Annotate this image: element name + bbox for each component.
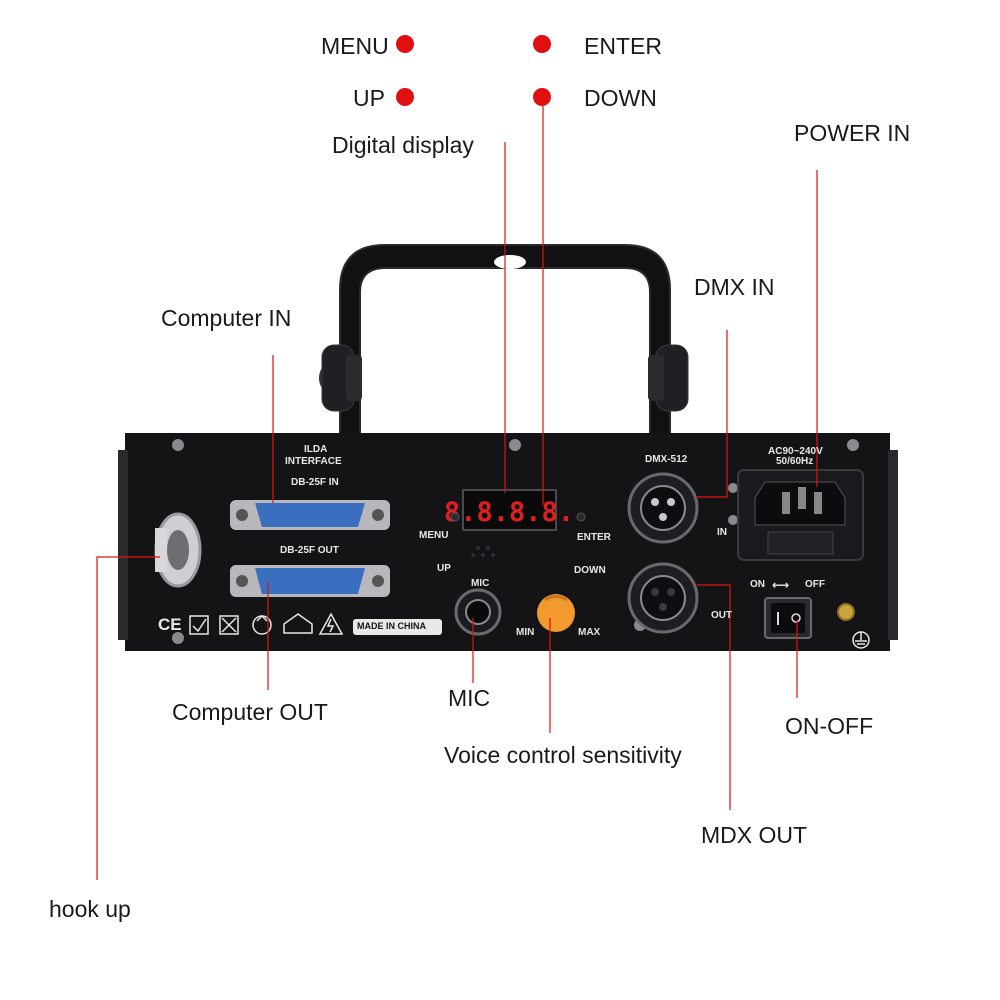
panel-min-label: MIN [516, 627, 535, 638]
callout-computer-out: Computer OUT [172, 699, 328, 725]
panel-enter-label: ENTER [577, 532, 611, 543]
made-in-china-badge [353, 619, 442, 635]
on-off-rocker-switch[interactable] [764, 597, 812, 639]
leader-lines [96, 106, 818, 880]
callout-down: DOWN [584, 85, 657, 111]
menu-dot-icon [396, 35, 414, 53]
callout-mic: MIC [448, 685, 491, 711]
menu-button[interactable] [450, 512, 460, 522]
indoor-use-icon [283, 613, 313, 634]
callout-enter: ENTER [584, 33, 662, 59]
callout-digital-display: Digital display [332, 132, 474, 158]
switch-arrow-icon: ⟷ [772, 578, 790, 592]
db25-in-connector [230, 500, 390, 530]
made-in-china-label: MADE IN CHINA [357, 621, 426, 631]
dmx512-label: DMX-512 [645, 454, 688, 465]
enter-dot-icon [533, 35, 551, 53]
mic-holes [471, 546, 495, 557]
callout-on-off: ON-OFF [785, 713, 874, 739]
high-voltage-warning-icon [318, 612, 344, 635]
sensitivity-knob[interactable] [537, 594, 575, 632]
interface-label: INTERFACE [285, 456, 342, 467]
callout-menu: MENU [321, 33, 389, 59]
display-digits: 8.8.8.8. [444, 497, 574, 528]
callout-voice-control: Voice control sensitivity [444, 742, 682, 768]
mounting-bracket [339, 244, 671, 436]
digital-display [462, 489, 557, 531]
db25-out-label: DB-25F OUT [280, 545, 339, 556]
panel-out-label: OUT [711, 610, 733, 621]
right-knob-icon [648, 344, 689, 412]
panel-in-label: IN [717, 527, 727, 538]
ac-frequency-label: 50/60Hz [776, 456, 814, 467]
switch-off-label: OFF [805, 579, 825, 590]
ac-voltage-label: AC90~240V [768, 446, 823, 457]
callout-up: UP [353, 85, 385, 111]
panel-max-label: MAX [578, 627, 601, 638]
ce-mark: CE [158, 615, 182, 634]
callout-power-in: POWER IN [794, 120, 911, 146]
dmx-out-xlr [627, 562, 699, 634]
ground-symbol-icon [852, 631, 870, 649]
enter-button[interactable] [576, 512, 586, 522]
left-knob-icon [319, 344, 362, 412]
panel-menu-label: MENU [419, 530, 449, 541]
callout-hook-up: hook up [49, 896, 131, 922]
callout-mdx-out: MDX OUT [701, 822, 808, 848]
power-inlet-socket [737, 469, 864, 561]
checkmark-cert-icon [189, 615, 209, 635]
certification-icons [189, 612, 344, 635]
recycle-icon [252, 614, 272, 635]
ground-post [837, 603, 855, 621]
switch-on-label: ON [750, 579, 765, 590]
bracket-hole [494, 255, 526, 269]
db25-out-connector [230, 565, 390, 597]
ilda-label: ILDA [304, 444, 328, 455]
weee-bin-icon [219, 615, 239, 635]
hook-up-eyebolt-icon [154, 512, 202, 588]
callout-computer-in: Computer IN [161, 305, 292, 331]
panel-up-label: UP [437, 563, 451, 574]
panel-down-label: DOWN [574, 565, 606, 576]
callout-dmx-in: DMX IN [694, 274, 775, 300]
db25-in-label: DB-25F IN [291, 477, 339, 488]
down-dot-icon [533, 88, 551, 106]
dmx-in-xlr [627, 472, 699, 544]
panel-mic-label: MIC [471, 578, 490, 589]
up-dot-icon [396, 88, 414, 106]
mic-jack [454, 588, 502, 636]
